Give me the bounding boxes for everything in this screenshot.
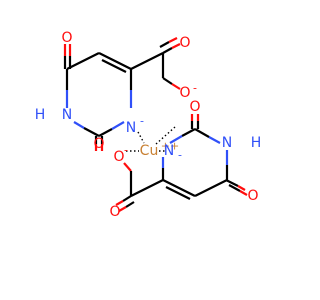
- nh-nitrogen-top: N: [62, 107, 72, 123]
- anionic-nitrogen-charge-bottom: -: [178, 149, 182, 162]
- nh-hydrogen-bottom: H: [251, 135, 262, 151]
- copper-charge: ++: [161, 140, 179, 153]
- carboxylate-charge-bottom: -: [124, 144, 128, 157]
- anionic-nitrogen-bottom: N: [164, 143, 174, 159]
- bottom-ligand-bonds: [115, 114, 248, 212]
- anionic-nitrogen-charge-top: -: [140, 115, 144, 128]
- coordination-bonds: [126, 126, 176, 152]
- anionic-nitrogen-top: N: [126, 120, 136, 136]
- ring-oxo-oxygen-bottom: O: [247, 188, 258, 204]
- top-ligand-bonds: [63, 37, 181, 151]
- carboxylate-charge-top: -: [193, 82, 197, 95]
- carboxylate-oxygen-top: O: [179, 85, 190, 101]
- amide-oxygen-bottom: O: [189, 99, 200, 115]
- copper-orotate-structure: O H N O N - O O - Cu ++ O - N - O N H O …: [35, 30, 262, 220]
- ring-oxo-oxygen-top: O: [61, 30, 72, 46]
- nh-hydrogen-top: H: [35, 107, 46, 123]
- carboxylate-oxygen-bottom: O: [113, 149, 124, 165]
- carboxyl-oxygen-top: O: [179, 35, 190, 51]
- carboxyl-oxygen-bottom: O: [109, 204, 120, 220]
- amide-oxygen-top: O: [93, 136, 104, 152]
- copper-atom: Cu: [140, 143, 159, 159]
- nh-nitrogen-bottom: N: [222, 135, 232, 151]
